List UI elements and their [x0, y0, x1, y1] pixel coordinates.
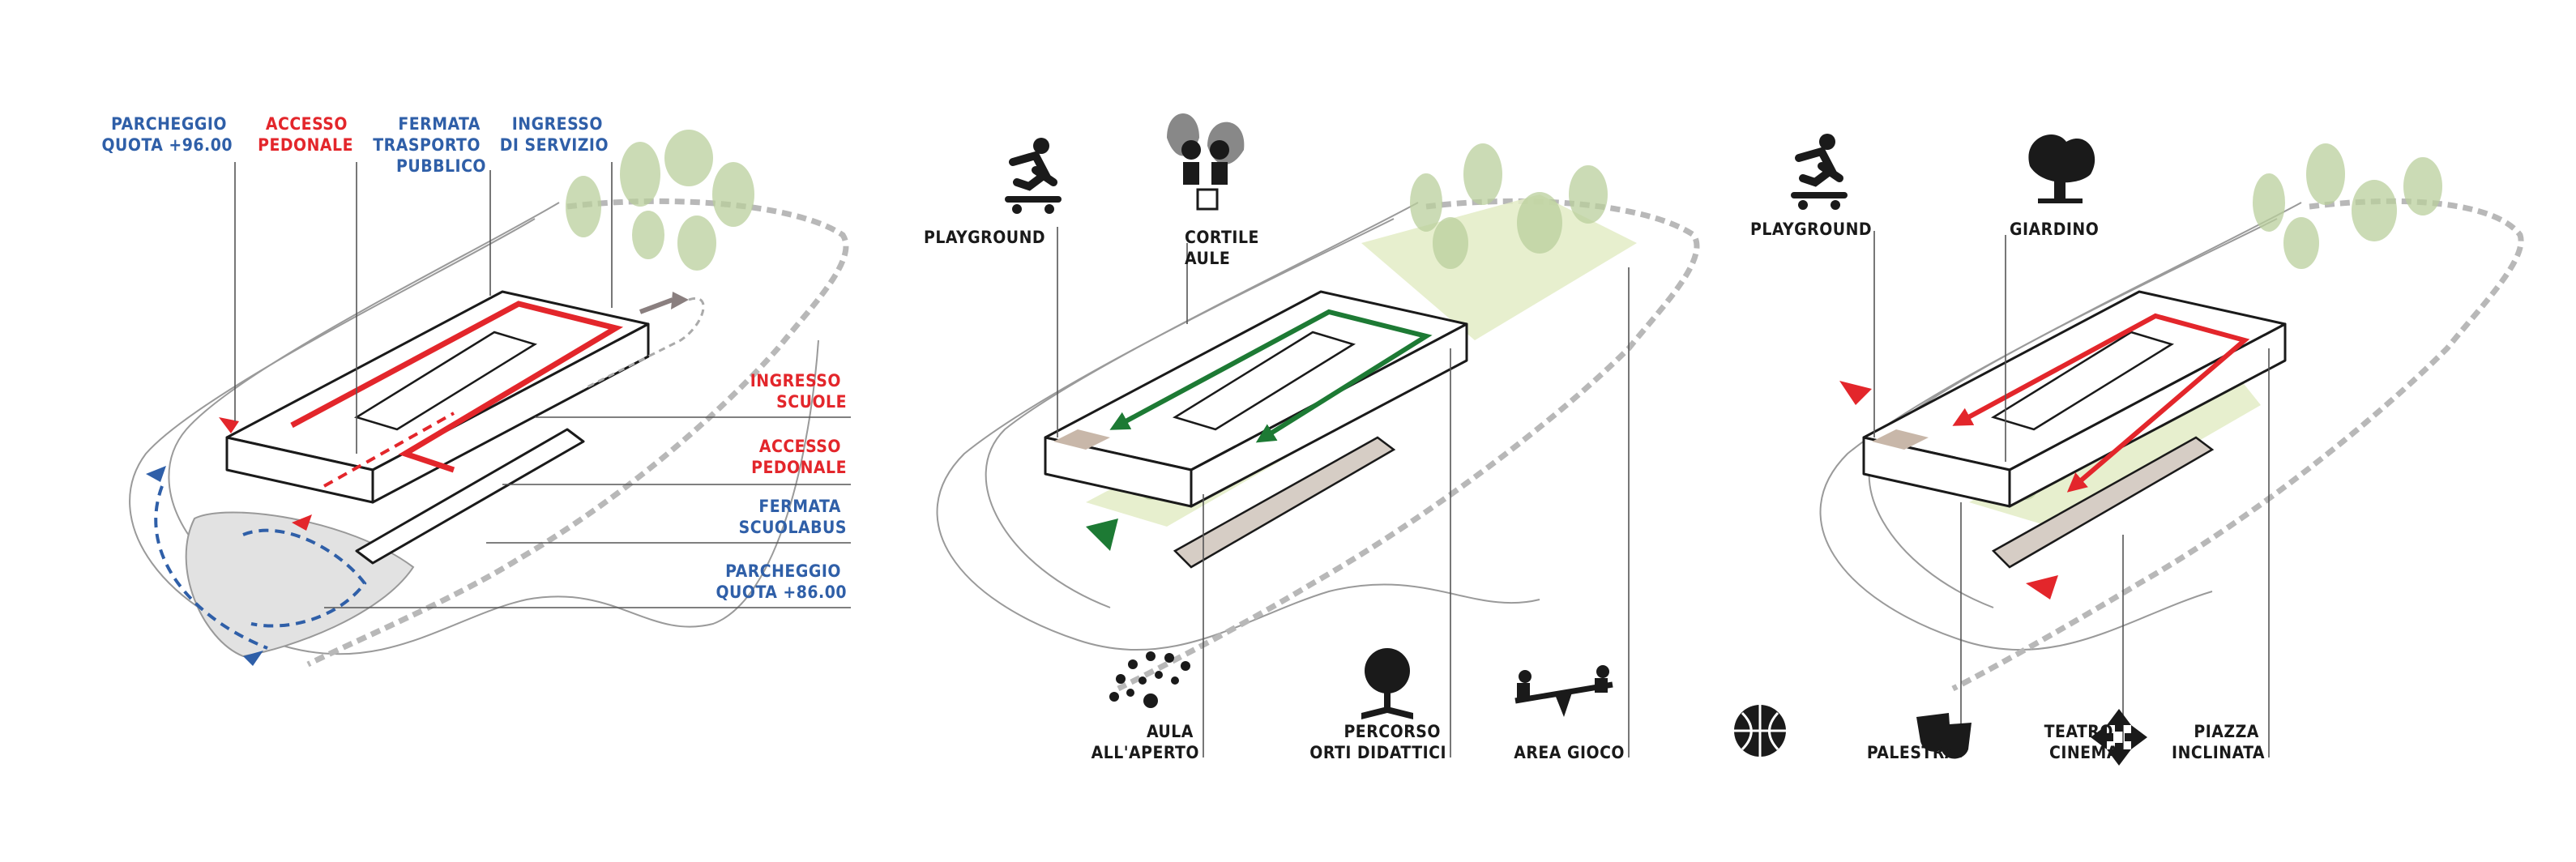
label-area-gioco: AREA GIOCO [1514, 743, 1625, 762]
label-accesso-pedonale-right: ACCESSO PEDONALE [751, 437, 847, 477]
label-piazza-inclinata: PIAZZA INCLINATA [2172, 722, 2265, 762]
theater-masks-icon [1916, 713, 1972, 759]
label-playground: PLAYGROUND [1750, 220, 1872, 239]
tree-book-icon [1361, 648, 1413, 719]
panel-access-diagram: PARCHEGGIO QUOTA +96.00 ACCESSO PEDONALE… [101, 114, 851, 668]
label-aula-aperto: AULA ALL'APERTO [1091, 722, 1199, 762]
label-accesso-pedonale-top: ACCESSO PEDONALE [258, 114, 353, 155]
label-giardino: GIARDINO [2010, 220, 2099, 239]
skateboard-icon [1791, 134, 1848, 210]
pedestrian-route-red [290, 301, 624, 473]
label-fermata-scuolabus: FERMATA SCUOLABUS [739, 497, 847, 537]
orti-route-green [1109, 309, 1433, 443]
label-ingresso-servizio: INGRESSO DI SERVIZIO [500, 114, 609, 155]
label-ingresso-scuole: INGRESSO SCUOLE [750, 371, 847, 412]
children-play-icon [1167, 113, 1245, 211]
label-percorso-orti: PERCORSO ORTI DIDATTICI [1309, 722, 1446, 762]
garden-tree-icon [2028, 134, 2095, 203]
amphitheater-icon [1109, 651, 1190, 708]
route-red [1952, 313, 2250, 493]
label-parcheggio-86: PARCHEGGIO QUOTA +86.00 [716, 561, 847, 602]
label-cortile-aule: CORTILE AULE [1185, 228, 1265, 268]
skateboard-icon [1005, 138, 1062, 214]
panel-outdoor-spaces: PLAYGROUND CORTILE AULE AULA ALL'APERTO … [924, 113, 1700, 762]
basketball-icon [1734, 705, 1786, 757]
area-gioco-lawn [1361, 194, 1637, 340]
label-teatro-cinema: TEATRO CINEMA [2044, 722, 2119, 762]
building-volume [225, 290, 650, 565]
seesaw-icon [1514, 665, 1613, 717]
parking-route-blue [154, 485, 367, 650]
label-parcheggio-96: PARCHEGGIO QUOTA +96.00 [101, 114, 233, 155]
label-playground: PLAYGROUND [924, 228, 1045, 247]
label-fermata-trasporto: FERMATA TRASPORTO PUBBLICO [373, 114, 486, 176]
parking-86-area [185, 511, 415, 658]
label-palestra: PALESTRA [1867, 743, 1957, 762]
arrows-in-icon [2091, 709, 2147, 766]
panel-community-uses: PLAYGROUND GIARDINO PALESTRA TEATRO CINE… [1734, 134, 2524, 766]
